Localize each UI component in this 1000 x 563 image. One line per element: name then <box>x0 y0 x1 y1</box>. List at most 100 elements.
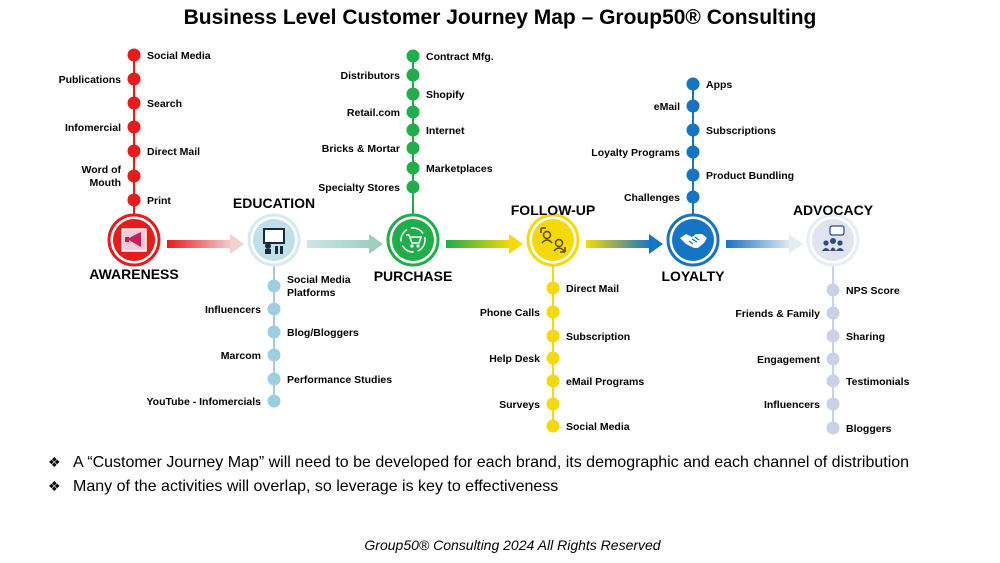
stage-label-awareness: AWARENESS <box>89 266 179 282</box>
touchpoint-label: Surveys <box>499 399 540 411</box>
notes-list: ❖ A “Customer Journey Map” will need to … <box>48 452 948 500</box>
stage-label-advocacy: ADVOCACY <box>792 202 874 218</box>
journey-dot <box>546 374 560 388</box>
footer-copyright: Group50® Consulting 2024 All Rights Rese… <box>364 537 661 553</box>
journey-dot <box>406 161 420 175</box>
journey-dot <box>406 87 420 101</box>
touchpoint-label: Engagement <box>757 354 821 366</box>
journey-dot <box>267 372 281 386</box>
touchpoint-label: Bricks & Mortar <box>322 143 400 155</box>
journey-dot <box>406 49 420 63</box>
journey-dot <box>127 48 141 62</box>
touchpoint-label: Infomercial <box>65 122 121 134</box>
touchpoint-label: eMail Programs <box>566 376 644 388</box>
diamond-bullet-icon: ❖ <box>48 478 61 494</box>
arrow-head <box>369 234 383 254</box>
touchpoint-label: YouTube - Infomercials <box>146 396 261 408</box>
touchpoint-label: Distributors <box>340 70 400 82</box>
touchpoint-label: Product Bundling <box>706 170 794 182</box>
journey-dot <box>127 169 141 183</box>
arrow-head <box>230 234 244 254</box>
stage-label-followup: FOLLOW-UP <box>510 202 596 218</box>
flow-arrow <box>167 240 232 248</box>
journey-dot <box>267 302 281 316</box>
note-item: ❖ A “Customer Journey Map” will need to … <box>48 452 948 473</box>
journey-dot <box>127 96 141 110</box>
touchpoint-label: Influencers <box>205 304 261 316</box>
journey-dot <box>406 141 420 155</box>
shopping-cart-icon <box>392 219 434 261</box>
touchpoint-label: NPS Score <box>846 285 900 297</box>
touchpoint-label: Contract Mfg. <box>426 51 494 63</box>
touchpoint-label: Social Media <box>566 421 630 433</box>
touchpoint-label: Social Media <box>147 50 211 62</box>
flow-arrow <box>586 240 651 248</box>
touchpoint-label: Marcom <box>221 350 261 362</box>
journey-dot <box>406 105 420 119</box>
journey-dot <box>127 72 141 86</box>
touchpoint-label: Phone Calls <box>480 307 540 319</box>
people-exchange-icon <box>532 219 574 261</box>
journey-dot <box>686 77 700 91</box>
touchpoint-label: Retail.com <box>347 107 400 119</box>
diamond-bullet-icon: ❖ <box>48 454 61 470</box>
stage-label-loyalty: LOYALTY <box>661 268 725 284</box>
touchpoint-label: Search <box>147 98 182 110</box>
journey-dot <box>546 419 560 433</box>
journey-dot <box>686 168 700 182</box>
journey-dot <box>406 180 420 194</box>
journey-dot <box>267 394 281 408</box>
journey-dot <box>826 306 840 320</box>
touchpoint-label: Loyalty Programs <box>591 147 680 159</box>
stage-label-education: EDUCATION <box>232 195 316 211</box>
journey-dot <box>686 145 700 159</box>
journey-dot <box>686 190 700 204</box>
touchpoint-label: Apps <box>706 79 732 91</box>
page-title: Business Level Customer Journey Map – Gr… <box>183 6 817 29</box>
touchpoint-label: Bloggers <box>846 423 892 435</box>
journey-dot <box>546 397 560 411</box>
journey-dot <box>826 374 840 388</box>
note-text: A “Customer Journey Map” will need to be… <box>73 454 910 471</box>
journey-dot <box>686 123 700 137</box>
touchpoint-label: Testimonials <box>846 376 910 388</box>
arrow-head <box>509 234 523 254</box>
touchpoint-label: Influencers <box>764 399 820 411</box>
journey-dot <box>127 144 141 158</box>
touchpoint-label: Challenges <box>624 192 680 204</box>
touchpoint-label: Internet <box>426 125 465 137</box>
journey-dot <box>826 329 840 343</box>
journey-dot <box>686 99 700 113</box>
flow-arrow <box>726 240 791 248</box>
touchpoint-label: Friends & Family <box>735 308 820 320</box>
note-text: Many of the activities will overlap, so … <box>73 478 559 495</box>
touchpoint-label: eMail <box>654 101 680 113</box>
journey-dot <box>406 68 420 82</box>
arrow-head <box>649 234 663 254</box>
journey-map: Social MediaPublicationsSearchInfomercia… <box>59 48 910 435</box>
flow-arrow <box>307 240 371 248</box>
touchpoint-label: Marketplaces <box>426 163 493 175</box>
touchpoint-label: Publications <box>59 74 122 86</box>
touchpoint-label: Sharing <box>846 331 885 343</box>
journey-dot <box>826 352 840 366</box>
journey-dot <box>127 120 141 134</box>
touchpoint-label: Performance Studies <box>287 374 392 386</box>
touchpoint-label: Subscriptions <box>706 125 776 137</box>
journey-dot <box>267 325 281 339</box>
touchpoint-label: Subscription <box>566 331 630 343</box>
touchpoint-label: Help Desk <box>489 353 540 365</box>
journey-dot <box>267 348 281 362</box>
journey-dot <box>546 329 560 343</box>
journey-dot <box>267 279 281 293</box>
touchpoint-label: Specialty Stores <box>318 182 400 194</box>
flow-arrow <box>446 240 511 248</box>
stage-label-purchase: PURCHASE <box>373 268 453 284</box>
journey-dot <box>546 351 560 365</box>
journey-dot <box>127 193 141 207</box>
journey-dot <box>546 305 560 319</box>
arrow-head <box>789 234 803 254</box>
journey-dot <box>406 123 420 137</box>
